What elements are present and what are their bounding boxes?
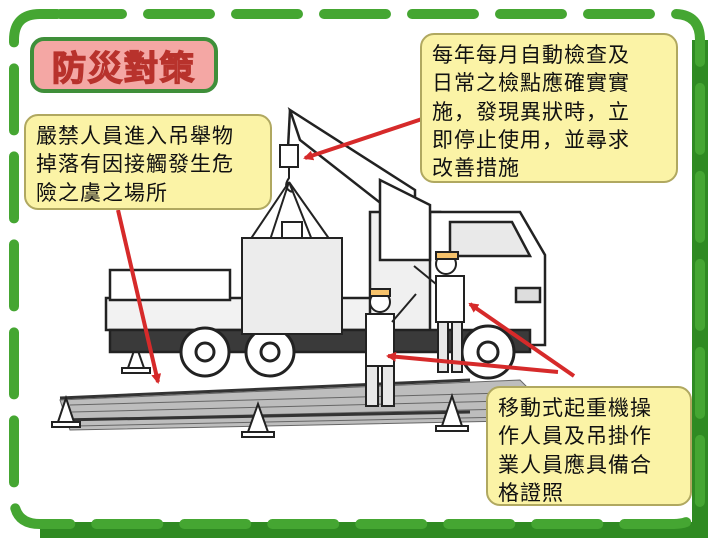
cone-icon xyxy=(435,392,469,432)
callout-line: 險之虞之場所 xyxy=(36,180,168,205)
worker-signaler xyxy=(365,288,417,407)
callout-line: 移動式起重機操 xyxy=(498,396,652,420)
callout-certification: 移動式起重機操 作人員及吊掛作 業人員應具備合 格證照 xyxy=(486,386,692,506)
callout-line: 日常之檢點應確實實 xyxy=(432,71,630,96)
callout-line: 改善措施 xyxy=(432,156,520,181)
red-arrows xyxy=(116,116,576,384)
cone-icon xyxy=(51,394,81,428)
traffic-cones xyxy=(51,341,469,438)
dashed-frame xyxy=(9,9,705,529)
callout-line: 施，發現異狀時，立 xyxy=(432,99,630,124)
callout-line: 掉落有因接觸發生危 xyxy=(36,152,234,177)
callout-inspection: 每年每月自動檢查及 日常之檢點應確實實 施，發現異狀時，立 即停止使用，並尋求 … xyxy=(420,33,678,183)
rope-barrier xyxy=(59,378,471,422)
hook-and-load xyxy=(241,144,343,335)
callout-line: 格證照 xyxy=(498,481,564,506)
title-badge: 防災對策 xyxy=(30,37,218,93)
callout-line: 作人員及吊掛作 xyxy=(498,424,652,449)
cone-icon xyxy=(241,401,275,438)
callout-line: 嚴禁人員進入吊舉物 xyxy=(36,124,234,148)
cone-icon xyxy=(121,341,151,374)
callout-line: 即停止使用，並尋求 xyxy=(432,128,630,153)
page-title: 防災對策 xyxy=(51,48,196,90)
crane-boom xyxy=(286,107,432,262)
callout-restricted-area: 嚴禁人員進入吊舉物 掉落有因接觸發生危 險之虞之場所 xyxy=(24,114,272,210)
callout-line: 每年每月自動檢查及 xyxy=(432,43,630,67)
callout-line: 業人員應具備合 xyxy=(498,452,652,477)
truck-wheels xyxy=(179,324,516,380)
worker-operator xyxy=(413,251,465,373)
